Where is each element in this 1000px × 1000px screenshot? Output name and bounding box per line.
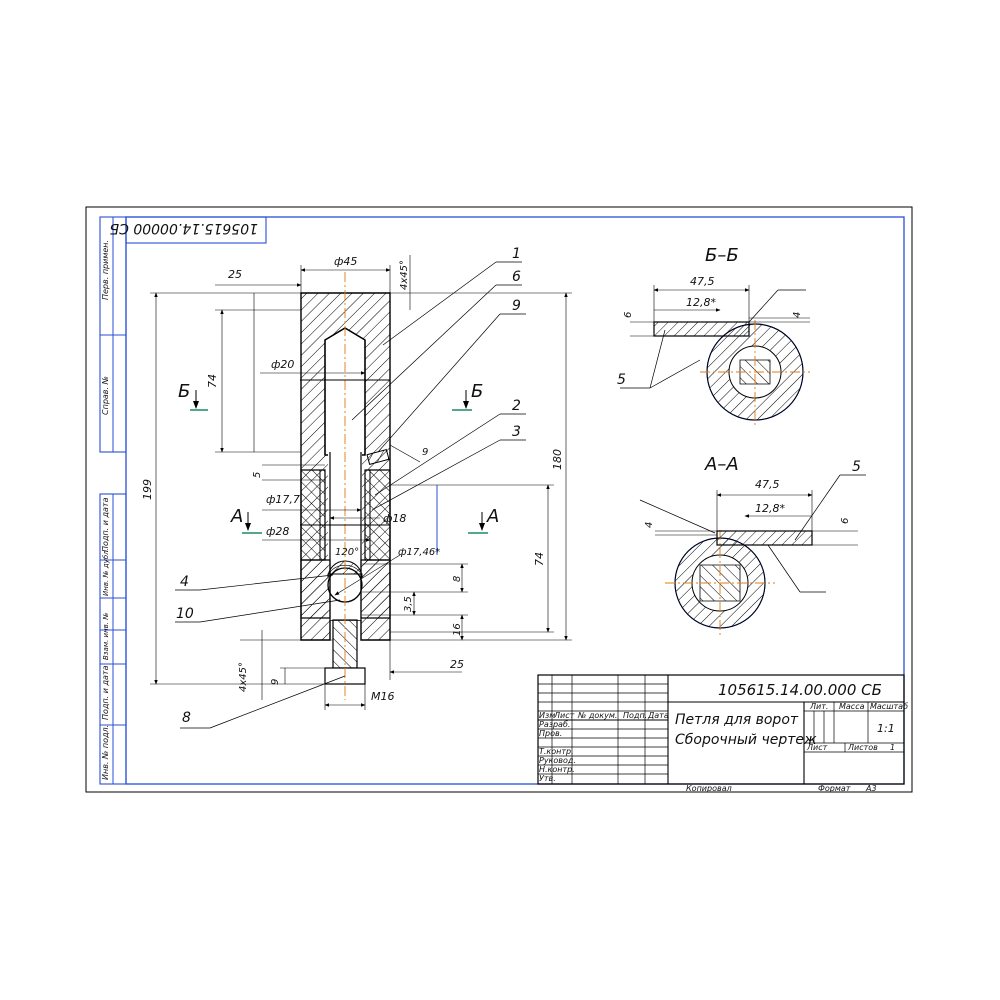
stamp-podp-data-2: Подп. и дата (101, 665, 110, 720)
dim-a120: 120° (335, 547, 359, 558)
rotated-code: 105615.14.00000 СБ (109, 220, 258, 236)
mark-a-right: А (486, 506, 499, 527)
stamp-perv-primen: Перв. примен. (101, 240, 110, 300)
aa-dim-475: 47,5 (755, 478, 780, 491)
dim-v9-bot: 9 (270, 679, 281, 685)
side-stamp-column: Перв. примен. Справ. № Подп. и дата Инв.… (99, 216, 127, 785)
section-bb: Б–Б 47,5 12,8* 6 4 5 (617, 245, 810, 425)
leader-5-aa: 5 (852, 459, 861, 475)
rotated-code-box: 105615.14.00000 СБ (109, 216, 267, 244)
dim-v16: 16 (452, 623, 463, 636)
role-utv: Утв. (539, 774, 556, 783)
format-label: Формат (818, 784, 851, 793)
stamp-inv-podl: Инв. № подл. (101, 725, 110, 780)
stamp-inv-dubl: Инв. № дубл. (102, 548, 110, 596)
dim-chamfer-top: 4x45° (399, 260, 410, 290)
mark-b-left: Б (178, 381, 190, 402)
sheets-label: Листов (847, 743, 878, 752)
leader-10: 10 (176, 606, 194, 622)
dim-h74r: 74 (533, 552, 546, 566)
leader-6: 6 (512, 269, 521, 285)
bb-dim-4: 4 (792, 312, 803, 318)
dim-d17-46: ф17,46* (398, 547, 440, 558)
dim-l74: 74 (206, 374, 219, 388)
aa-plate (716, 530, 813, 546)
section-aa: А–А 47,5 12,8* 4 6 5 (639, 454, 866, 635)
leader-8: 8 (182, 710, 191, 726)
bb-dim-6: 6 (623, 312, 634, 318)
dim-w25-top: 25 (228, 268, 242, 281)
leader-4: 4 (180, 574, 189, 590)
aa-dim-4: 4 (644, 522, 655, 528)
main-view (300, 272, 391, 700)
role-tkontr: Т.контр. (539, 747, 574, 756)
format-value: А3 (865, 784, 877, 793)
dim-d17-7: ф17,7 (266, 493, 300, 506)
doc-code: 105615.14.00.000 СБ (718, 681, 882, 699)
rev-data: Дата (647, 711, 669, 720)
dim-m16: М16 (371, 690, 395, 703)
title-block: Изм Лист № докум. Подп. Дата Разраб. Про… (537, 674, 908, 793)
scale-label: Масштаб (870, 702, 908, 711)
sheets-value: 1 (890, 743, 895, 752)
role-nkontr: Н.контр. (539, 765, 575, 774)
section-aa-title: А–А (704, 454, 739, 475)
leader-2: 2 (512, 398, 521, 414)
dim-v5: 5 (252, 472, 263, 478)
dim-v8: 8 (452, 576, 463, 582)
rev-list: Лист (553, 711, 575, 720)
bb-plate (653, 321, 750, 337)
bb-dim-475: 47,5 (690, 275, 715, 288)
leader-9: 9 (512, 298, 521, 314)
bb-dim-128: 12,8* (686, 296, 716, 309)
mass-label: Масса (839, 702, 865, 711)
section-marks: Б Б А А (178, 381, 499, 534)
main-dimensions: ф45 4x45° 25 199 74 ф20 180 74 5 (141, 255, 572, 710)
dim-v9-pin: 9 (422, 447, 428, 458)
lit-label: Лит. (809, 702, 828, 711)
mark-a-left: А (230, 506, 243, 527)
stamp-sprav-no: Справ. № (101, 376, 110, 415)
dim-d28: ф28 (266, 525, 289, 538)
dim-chamfer-bot: 4x45° (238, 662, 249, 692)
leader-5-bb: 5 (617, 372, 626, 388)
doc-title-1: Петля для ворот (675, 712, 799, 728)
leader-1: 1 (512, 246, 521, 262)
rev-podp: Подп. (623, 711, 647, 720)
dim-d45: ф45 (334, 255, 357, 268)
dim-d20: ф20 (271, 358, 294, 371)
mark-b-right: Б (471, 381, 483, 402)
role-prov: Пров. (539, 729, 562, 738)
dim-h199: 199 (141, 479, 154, 500)
rev-dokum: № докум. (577, 711, 617, 720)
role-razrab: Разраб. (539, 720, 570, 729)
leader-3: 3 (512, 424, 521, 440)
dim-h180: 180 (551, 449, 564, 470)
stamp-podp-data-1: Подп. и дата (101, 497, 110, 552)
aa-dim-6: 6 (840, 518, 851, 524)
stamp-vzam-inv: Взам. инв. № (102, 612, 110, 660)
dim-v3-5: 3,5 (403, 596, 414, 612)
scale-value: 1:1 (877, 722, 895, 735)
copied-label: Копировал (686, 784, 732, 793)
dim-v25-bot: 25 (450, 658, 464, 671)
aa-dim-128: 12,8* (755, 502, 785, 515)
leaders: 1 6 9 2 3 4 10 8 (175, 246, 526, 729)
sheet-label: Лист (806, 743, 828, 752)
role-rukovod: Руковод. (539, 756, 576, 765)
rev-izm: Изм (539, 711, 555, 720)
doc-title-2: Сборочный чертеж (675, 732, 817, 748)
section-bb-title: Б–Б (705, 245, 739, 266)
dim-d18: ф18 (383, 512, 406, 525)
sheet-border (85, 206, 913, 793)
